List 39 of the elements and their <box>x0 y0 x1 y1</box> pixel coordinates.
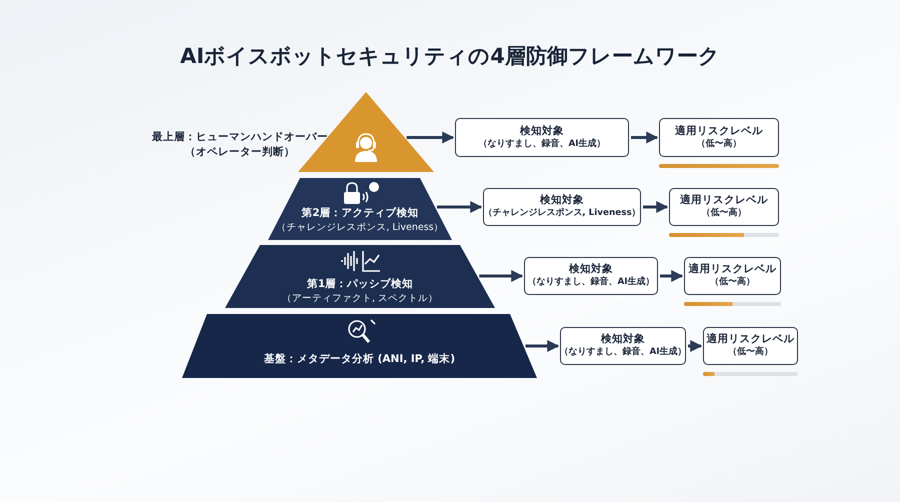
arrow <box>643 201 668 213</box>
box-heading: 適用リスクレベル <box>675 124 763 138</box>
risk-level-box <box>684 257 781 295</box>
box-heading: 適用リスクレベル <box>688 263 776 276</box>
box-text: （なりすまし、録音、AI生成） <box>527 276 655 289</box>
box-text: （チャレンジレスポンス, Liveness） <box>483 207 641 220</box>
arrow <box>631 132 658 144</box>
box-text: （低〜高） <box>728 346 773 359</box>
box-heading: 検知対象 <box>540 194 584 207</box>
arrow <box>526 340 560 352</box>
detection-target-box <box>455 118 629 157</box>
tier-subtitle: （アーティファクト, スペクトル） <box>280 292 440 306</box>
box-heading: 適用リスクレベル <box>706 333 794 346</box>
detection-target-box <box>483 188 641 226</box>
arrow <box>406 132 454 144</box>
arrow <box>436 201 482 213</box>
box-text: （なりすまし、録音、AI生成） <box>478 138 606 150</box>
title: AIボイスボットセキュリティの4層防御フレームワーク <box>179 43 721 70</box>
box-heading: 適用リスクレベル <box>680 194 768 207</box>
tier-title: 基盤：メタデータ分析 (ANI, IP, 端末) <box>262 352 456 366</box>
arrow <box>660 270 684 282</box>
box-heading: 検知対象 <box>520 124 564 138</box>
arrow <box>479 270 524 282</box>
box-text: （低〜高） <box>710 276 755 289</box>
box-heading: 検知対象 <box>601 333 645 346</box>
tier-label: 最上層：ヒューマンハンドオーバー（オペレーター判断） <box>151 130 329 160</box>
tier-title: 第2層：アクティブ検知 <box>300 206 420 220</box>
tier-title: 第1層：パッシブ検知 <box>306 277 414 291</box>
box-text: （低〜高） <box>696 138 742 150</box>
risk-level-box <box>669 188 779 226</box>
box-text: （なりすまし、録音、AI生成） <box>559 346 687 359</box>
detection-target-box <box>524 257 658 295</box>
box-text: （低〜高） <box>702 207 746 220</box>
detection-target-box <box>560 327 686 365</box>
arrow <box>688 340 702 352</box>
risk-level-box <box>703 327 798 365</box>
risk-level-box <box>659 118 779 157</box>
box-heading: 検知対象 <box>569 263 613 276</box>
tier-subtitle: （チャレンジレスポンス, Liveness） <box>275 221 445 235</box>
